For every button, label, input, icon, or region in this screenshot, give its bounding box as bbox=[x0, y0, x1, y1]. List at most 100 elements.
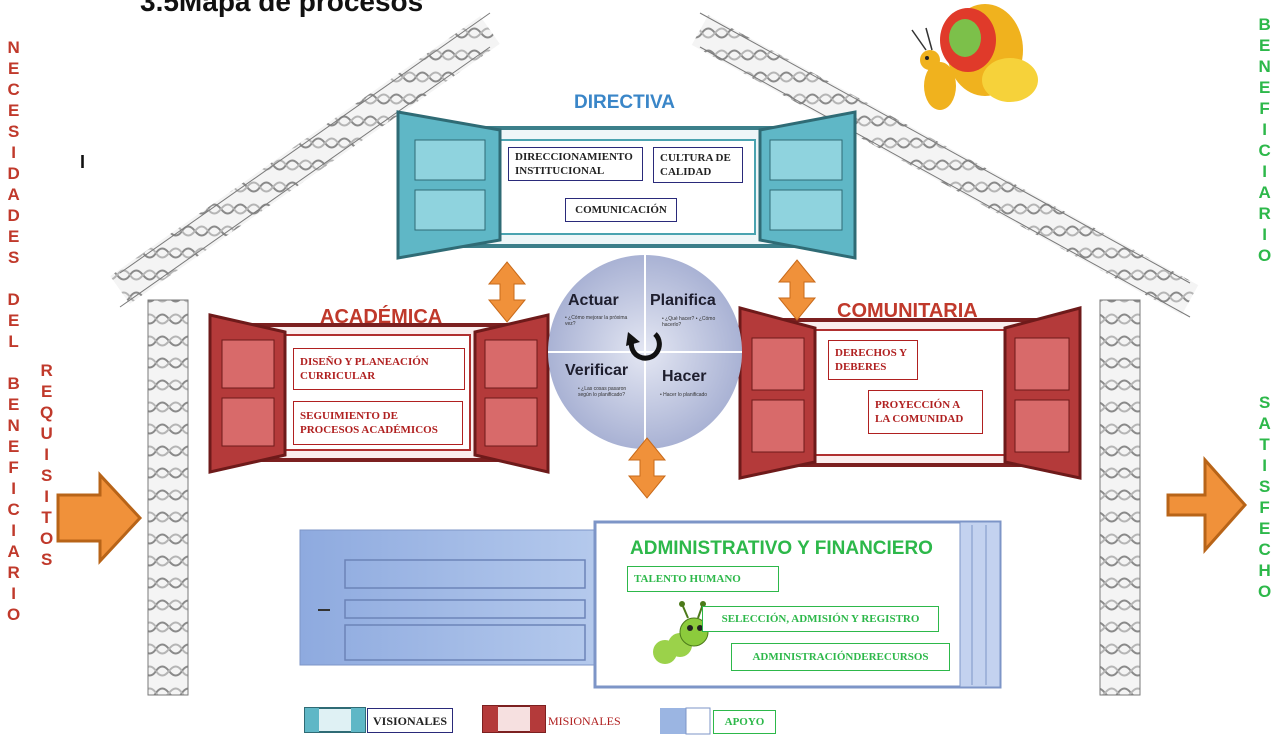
cycle-icon bbox=[628, 332, 662, 361]
pdca-hacer: Hacer bbox=[662, 368, 707, 385]
beneficiario-letter: E bbox=[1258, 36, 1271, 55]
directiva-heading: DIRECTIVA bbox=[574, 92, 675, 113]
legend-visionales-label: VISIONALES bbox=[367, 708, 453, 733]
pillar-left bbox=[147, 299, 189, 696]
legend-apoyo-label: APOYO bbox=[713, 710, 776, 734]
beneficiario-letter: E bbox=[1258, 78, 1271, 97]
requisitos-letter: E bbox=[40, 382, 53, 401]
seleccion-box: SELECCIÓN, ADMISIÓN Y REGISTRO bbox=[702, 606, 939, 632]
necesidades-letter: N bbox=[7, 38, 20, 57]
requisitos-letter: U bbox=[40, 424, 53, 443]
necesidades-letter: C bbox=[7, 80, 20, 99]
butterfly-image bbox=[911, 4, 1038, 110]
necesidades-letter: I bbox=[11, 479, 16, 498]
roof-right-braid bbox=[691, 15, 1199, 315]
cultura-calidad-box: CULTURA DE CALIDAD bbox=[653, 147, 743, 183]
necesidades-letter: E bbox=[7, 437, 20, 456]
necesidades-letter: D bbox=[7, 290, 20, 309]
satisfecho-letter: C bbox=[1258, 540, 1271, 559]
necesidades-letter: B bbox=[7, 374, 20, 393]
pdca-hacer-sub: • Hacer lo planificado bbox=[660, 392, 708, 398]
necesidades-letter: N bbox=[7, 416, 20, 435]
beneficiario-letter: I bbox=[1262, 162, 1267, 181]
necesidades-letter: I bbox=[11, 143, 16, 162]
necesidades-letter: S bbox=[7, 248, 20, 267]
beneficiario-letter: I bbox=[1262, 225, 1267, 244]
necesidades-letter: A bbox=[7, 185, 20, 204]
beneficiario-letter: A bbox=[1258, 183, 1271, 202]
necesidades-letter: O bbox=[7, 605, 21, 624]
necesidades-letter bbox=[11, 352, 16, 373]
academica-heading: ACADÉMICA bbox=[320, 306, 443, 328]
satisfecho-letter: I bbox=[1262, 456, 1267, 475]
requisitos-letter: I bbox=[44, 445, 49, 464]
comunicacion-box: COMUNICACIÓN bbox=[565, 198, 677, 222]
pdca-verificar-sub: • ¿Las cosas pasaron según lo planificad… bbox=[578, 386, 627, 398]
satisfecho-letter: T bbox=[1259, 435, 1270, 454]
arrow-output bbox=[1166, 456, 1248, 554]
pillar-right bbox=[1099, 299, 1141, 696]
necesidades-letter: A bbox=[7, 542, 20, 561]
requisitos-letter: O bbox=[40, 529, 54, 548]
necesidades-letter: S bbox=[7, 122, 20, 141]
necesidades-letter: F bbox=[8, 458, 19, 477]
necesidades-letter: E bbox=[7, 395, 20, 414]
necesidades-letter: D bbox=[7, 206, 20, 225]
satisfecho-letter: E bbox=[1258, 519, 1271, 538]
satisfecho-letter: S bbox=[1258, 477, 1271, 496]
satisfecho-letter: O bbox=[1258, 582, 1272, 601]
seguimiento-box: SEGUIMIENTO DE PROCESOS ACADÉMICOS bbox=[293, 401, 463, 445]
pdca-planificar-sub: • ¿Qué hacer? • ¿Cómo hacerlo? bbox=[662, 316, 716, 328]
door bbox=[299, 529, 631, 666]
requisitos-letter: I bbox=[44, 487, 49, 506]
satisfecho-letter: H bbox=[1258, 561, 1271, 580]
necesidades-letter: I bbox=[11, 521, 16, 540]
beneficiario-letter: F bbox=[1259, 99, 1270, 118]
comunitaria-heading: COMUNITARIA bbox=[837, 300, 978, 322]
necesidades-letter: E bbox=[7, 227, 20, 246]
beneficiario-letter: R bbox=[1258, 204, 1271, 223]
pdca-actuar-sub: • ¿Cómo mejorar la próxima vez? bbox=[565, 315, 628, 327]
roof-left-braid bbox=[110, 16, 500, 304]
arrow-directiva-academica bbox=[487, 261, 527, 323]
satisfecho-letter: A bbox=[1258, 414, 1271, 433]
necesidades-letter: I bbox=[11, 584, 16, 603]
caterpillar-image bbox=[653, 601, 709, 664]
requisitos-letter: Q bbox=[40, 403, 54, 422]
arrow-pdca-administrativo bbox=[627, 437, 667, 499]
requisitos-letter: S bbox=[40, 466, 53, 485]
satisfecho-letter: S bbox=[1258, 393, 1271, 412]
necesidades-letter: D bbox=[7, 164, 20, 183]
direccionamiento-box: DIRECCIONAMIENTO INSTITUCIONAL bbox=[508, 147, 643, 181]
necesidades-letter: E bbox=[7, 59, 20, 78]
stray-mark: I bbox=[80, 152, 86, 172]
necesidades-letter: R bbox=[7, 563, 20, 582]
legend-misionales-label: MISIONALES bbox=[548, 714, 621, 728]
beneficiario-letter: I bbox=[1262, 120, 1267, 139]
administracion-recursos-box: ADMINISTRACIÓNDERECURSOS bbox=[731, 643, 950, 671]
satisfecho-letter: F bbox=[1259, 498, 1270, 517]
beneficiario-letter: C bbox=[1258, 141, 1271, 160]
requisitos-letter: R bbox=[40, 361, 53, 380]
legend-misionales-icon bbox=[482, 705, 546, 733]
administrativo-heading: ADMINISTRATIVO Y FINANCIERO bbox=[630, 538, 933, 559]
legend-visionales-icon bbox=[304, 707, 366, 733]
arrow-directiva-comunitaria bbox=[777, 259, 817, 321]
page-title: 3.5Mapa de procesos bbox=[140, 0, 424, 17]
requisitos-letter: T bbox=[41, 508, 52, 527]
pdca-actuar: Actuar bbox=[568, 292, 619, 309]
necesidades-letter: E bbox=[7, 101, 20, 120]
diseno-box: DISEÑO Y PLANEACIÓN CURRICULAR bbox=[293, 348, 465, 390]
pdca-verificar: Verificar bbox=[565, 362, 629, 379]
arrow-input bbox=[56, 471, 143, 565]
legend-apoyo-icon bbox=[660, 707, 711, 735]
necesidades-letter bbox=[11, 268, 16, 289]
necesidades-letter: E bbox=[7, 311, 20, 330]
beneficiario-letter: O bbox=[1258, 246, 1272, 265]
derechos-box: DERECHOS Y DEBERES bbox=[828, 340, 918, 380]
beneficiario-letter: B bbox=[1258, 15, 1271, 34]
